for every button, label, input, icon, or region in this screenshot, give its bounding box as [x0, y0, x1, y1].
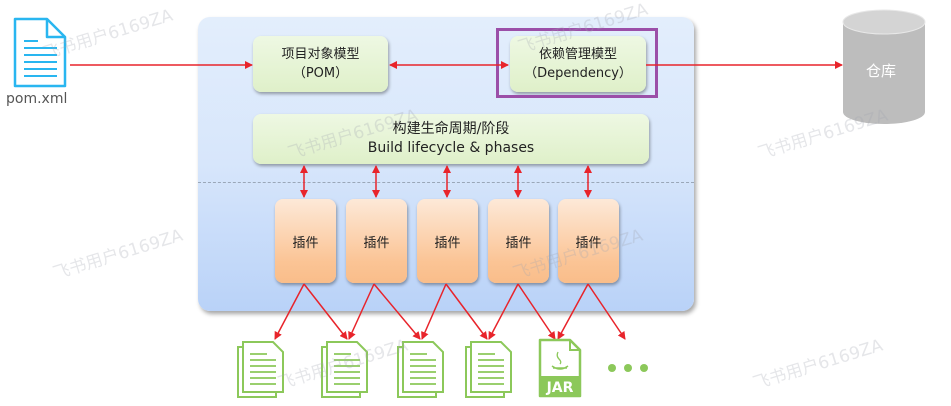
plugin-label: 插件: [434, 235, 461, 251]
pom-model-title: 项目对象模型: [281, 47, 360, 62]
arrow-plugin-output: [303, 283, 348, 340]
plugin-box: 插件: [488, 199, 549, 283]
document-stack-icon: [237, 341, 284, 398]
output-artifacts: [237, 341, 512, 398]
pom-model-subtitle: （POM）: [292, 66, 349, 81]
flow-arrows: [70, 61, 843, 340]
plugin-label: 插件: [292, 235, 319, 251]
build-lifecycle-box: 构建生命周期/阶段 Build lifecycle & phases: [253, 114, 649, 164]
dependency-model-title: 依赖管理模型: [538, 47, 617, 62]
plugin-box: 插件: [417, 199, 478, 283]
arrow-plugin-output: [421, 283, 447, 340]
java-cup-icon: [551, 365, 569, 370]
xml-document-icon: [13, 17, 67, 88]
jar-file-icon: JAR: [538, 338, 582, 398]
arrow-plugin-output: [587, 283, 626, 340]
plugin-box: 插件: [558, 199, 619, 283]
dependency-model-subtitle: （Dependency）: [524, 66, 632, 81]
plugin-box: 插件: [275, 199, 336, 283]
arrow-plugin-output: [373, 283, 421, 340]
dependency-model-box: 依赖管理模型 （Dependency）: [510, 36, 646, 92]
pom-model-box: 项目对象模型 （POM）: [253, 36, 388, 92]
document-stack-icon: [397, 341, 444, 398]
arrow-plugin-output: [517, 283, 556, 340]
database-cylinder-icon: [842, 9, 926, 124]
arrow-plugin-output: [557, 283, 589, 340]
plugin-label: 插件: [505, 235, 532, 251]
arrow-plugin-output: [348, 283, 375, 340]
plugin-label: 插件: [575, 235, 602, 251]
pom-xml-label: pom.xml: [6, 91, 68, 107]
jar-label: JAR: [546, 380, 574, 396]
lifecycle-subtitle: Build lifecycle & phases: [367, 140, 535, 156]
ellipsis-icon: [608, 364, 648, 372]
plugin-label: 插件: [363, 235, 390, 251]
document-stack-icon: [321, 341, 368, 398]
arrow-plugin-output: [274, 283, 305, 340]
arrow-plugin-output: [445, 283, 488, 340]
repository-label: 仓库: [865, 62, 896, 80]
document-stack-icon: [465, 341, 512, 398]
lifecycle-title: 构建生命周期/阶段: [392, 121, 510, 137]
arrow-plugin-output: [488, 283, 519, 340]
plugin-box: 插件: [346, 199, 407, 283]
